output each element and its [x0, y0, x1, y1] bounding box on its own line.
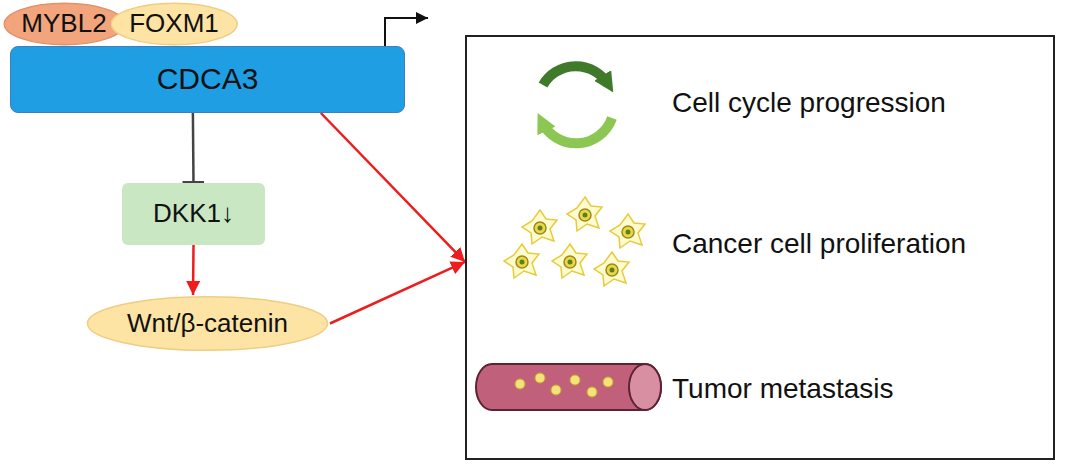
cancer-cell: [610, 214, 645, 248]
outcome-panel: Cell cycle progressionCancer cell prolif…: [465, 35, 1055, 460]
blood-vessel: [476, 364, 661, 410]
cancer-cell: [522, 210, 557, 244]
node-label: FOXM1: [129, 9, 219, 39]
circulating-cell: [515, 379, 525, 389]
vessel-opening: [629, 364, 661, 410]
cycle-arrow-dark: [543, 66, 608, 85]
outcome-label: Cell cycle progression: [672, 87, 946, 119]
cancer-cell: [567, 197, 602, 231]
cancer-cell: [552, 244, 587, 278]
outcome-label: Cancer cell proliferation: [672, 228, 966, 260]
transcription-start-arrow: [385, 18, 428, 46]
circulating-cell: [570, 375, 580, 385]
circulating-cell: [587, 387, 597, 397]
activation-arrow: [192, 245, 195, 295]
cancer-cell: [594, 252, 629, 286]
activation-arrow: [321, 113, 465, 262]
ellipse-shape: [4, 3, 124, 44]
ellipse-shape: [111, 3, 237, 44]
circulating-cell: [551, 385, 561, 395]
node-label: MYBL2: [21, 9, 106, 39]
cancer-cell: [504, 244, 539, 278]
ellipse-shape: [87, 297, 327, 351]
gene-box: CDCA3: [10, 46, 405, 113]
node-label: CDCA3: [157, 62, 259, 97]
inhibition-connector: [192, 113, 195, 183]
node-label: Wnt/β-catenin: [127, 309, 288, 339]
outcome-label: Tumor metastasis: [672, 373, 893, 405]
circulating-cell: [603, 377, 613, 387]
activation-arrow: [330, 262, 465, 324]
pathway-ellipse: Wnt/β-catenin: [85, 295, 330, 352]
factor-ellipse: FOXM1: [110, 2, 238, 46]
target-box: DKK1↓: [122, 183, 265, 245]
circulating-cell: [535, 373, 545, 383]
cycle-arrow-light: [542, 118, 612, 143]
factor-ellipse: MYBL2: [3, 2, 126, 46]
node-label: DKK1↓: [153, 199, 234, 229]
